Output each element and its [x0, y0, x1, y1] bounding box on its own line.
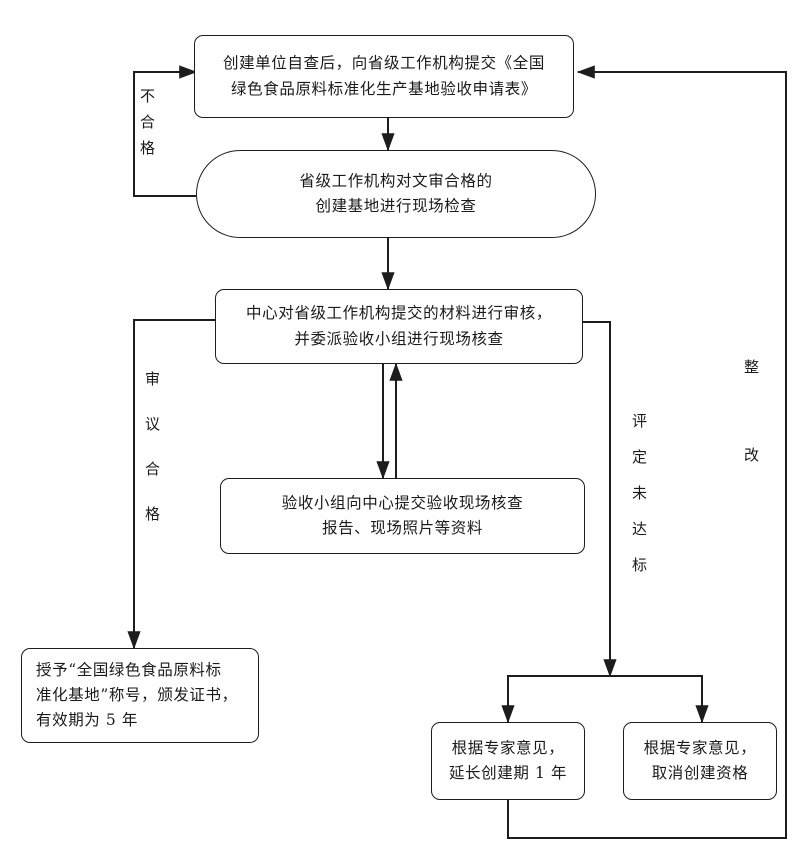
node-apply-line-2: 绿色食品原料标准化生产基地验收申请表》	[231, 79, 537, 98]
node-extend-line-2: 延长创建期 1 年	[448, 764, 568, 782]
edge-label-review-passed-char-3: 合	[145, 460, 161, 478]
node-apply-line-1: 创建单位自查后，向省级工作机构提交《全国	[222, 54, 545, 73]
edge-label-review-passed-char-2: 议	[145, 415, 161, 433]
edge-review-passed	[127, 319, 215, 650]
edge-label-review-passed-char-4: 格	[145, 505, 161, 523]
node-award-line-3: 有效期为 5 年	[36, 711, 139, 730]
edge-label-not-standard-char-5: 标	[632, 556, 648, 574]
edge-label-not-standard-char-3: 未	[632, 484, 648, 502]
node-province-inspect-line-2: 创建基地进行现场检查	[315, 197, 477, 215]
edge-label-rectify-char-1: 整	[744, 358, 760, 376]
node-cancel-line-2: 取消创建资格	[651, 764, 749, 782]
edge-label-not-up-to-standard: 评 定 未 达 标	[632, 403, 647, 583]
edge-not-standard	[583, 321, 617, 678]
edge-unqualified-loop	[133, 65, 198, 197]
edge-split-to-extend	[501, 675, 610, 724]
node-cancel[interactable]: 根据专家意见， 取消创建资格	[623, 722, 777, 800]
node-center-review-line-1: 中心对省级工作机构提交的材料进行审核，	[246, 304, 552, 323]
node-apply[interactable]: 创建单位自查后，向省级工作机构提交《全国 绿色食品原料标准化生产基地验收申请表》	[194, 35, 574, 118]
node-province-inspect[interactable]: 省级工作机构对文审合格的 创建基地进行现场检查	[196, 150, 596, 238]
edge-label-not-standard-char-2: 定	[632, 448, 648, 466]
edge-label-unqualified-char-3: 格	[140, 139, 156, 157]
edge-label-unqualified: 不 合 格	[140, 83, 155, 161]
edge-label-rectify-char-2: 改	[744, 446, 760, 464]
node-award[interactable]: 授予“全国绿色食品原料标 准化基地”称号，颁发证书， 有效期为 5 年	[21, 648, 259, 743]
node-group-report-line-2: 报告、现场照片等资料	[321, 519, 483, 537]
edge-label-not-standard-char-1: 评	[632, 412, 648, 430]
node-center-review[interactable]: 中心对省级工作机构提交的材料进行审核， 并委派验收小组进行现场核查	[215, 289, 583, 364]
edge-label-not-standard-char-4: 达	[632, 520, 648, 538]
edge-label-unqualified-char-1: 不	[140, 87, 156, 105]
node-group-report[interactable]: 验收小组向中心提交验收现场核查 报告、现场照片等资料	[220, 478, 585, 554]
node-award-line-2: 准化基地”称号，颁发证书，	[36, 685, 238, 704]
edge-label-review-passed-char-1: 审	[145, 370, 161, 388]
node-extend-line-1: 根据专家意见，	[451, 738, 565, 757]
edge-label-rectify: 整 改	[744, 323, 759, 499]
node-province-inspect-line-1: 省级工作机构对文审合格的	[299, 171, 493, 190]
edge-rectify-return	[507, 65, 787, 839]
edge-label-review-passed: 审 议 合 格	[145, 357, 160, 537]
node-award-line-1: 授予“全国绿色食品原料标	[36, 660, 222, 679]
node-group-report-line-1: 验收小组向中心提交验收现场核查	[281, 493, 524, 512]
edge-label-unqualified-char-2: 合	[140, 113, 156, 131]
node-cancel-line-1: 根据专家意见，	[643, 738, 757, 757]
edge-split-to-cancel	[610, 675, 709, 724]
node-extend[interactable]: 根据专家意见， 延长创建期 1 年	[431, 722, 585, 800]
node-center-review-line-2: 并委派验收小组进行现场核查	[294, 329, 504, 348]
